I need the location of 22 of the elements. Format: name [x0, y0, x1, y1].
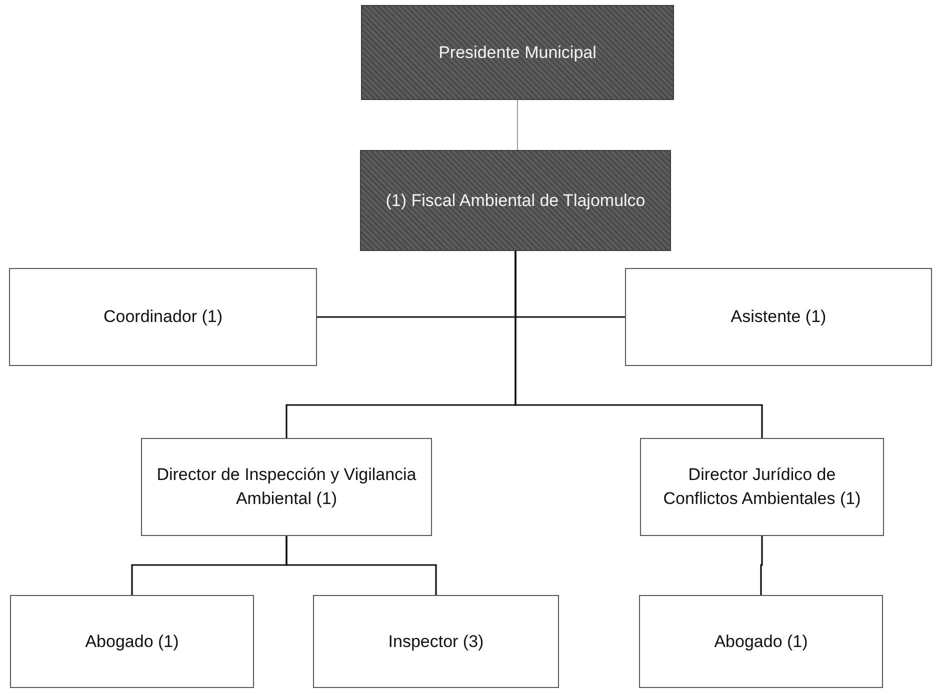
org-box — [9, 268, 317, 366]
org-box — [625, 268, 932, 366]
position-title: (1) Fiscal Ambiental de Tlajomulco — [386, 190, 646, 212]
position-title: Coordinador (1) — [103, 306, 223, 328]
org-box — [313, 595, 559, 688]
position-title: Abogado (1) — [714, 630, 808, 653]
org-box — [10, 595, 254, 688]
connector-line — [286, 536, 437, 595]
position-title: Inspector (3) — [388, 630, 484, 653]
org-box — [360, 150, 671, 251]
position-title: Abogado (1) — [85, 630, 179, 653]
org-box — [639, 595, 883, 688]
position-title: Director Jurídico de Conflictos Ambientales (1) — [662, 464, 862, 510]
connector-line — [517, 100, 518, 150]
position-title: Presidente Municipal — [438, 42, 596, 64]
org-box — [361, 5, 674, 100]
position-title: Asistente (1) — [730, 306, 826, 328]
org-box — [640, 438, 884, 536]
org-box — [141, 438, 432, 536]
connector-line — [514, 251, 763, 438]
position-title: Director de Inspección y Vigilancia Ambiental (1) — [156, 464, 418, 510]
connector-line — [760, 536, 763, 595]
